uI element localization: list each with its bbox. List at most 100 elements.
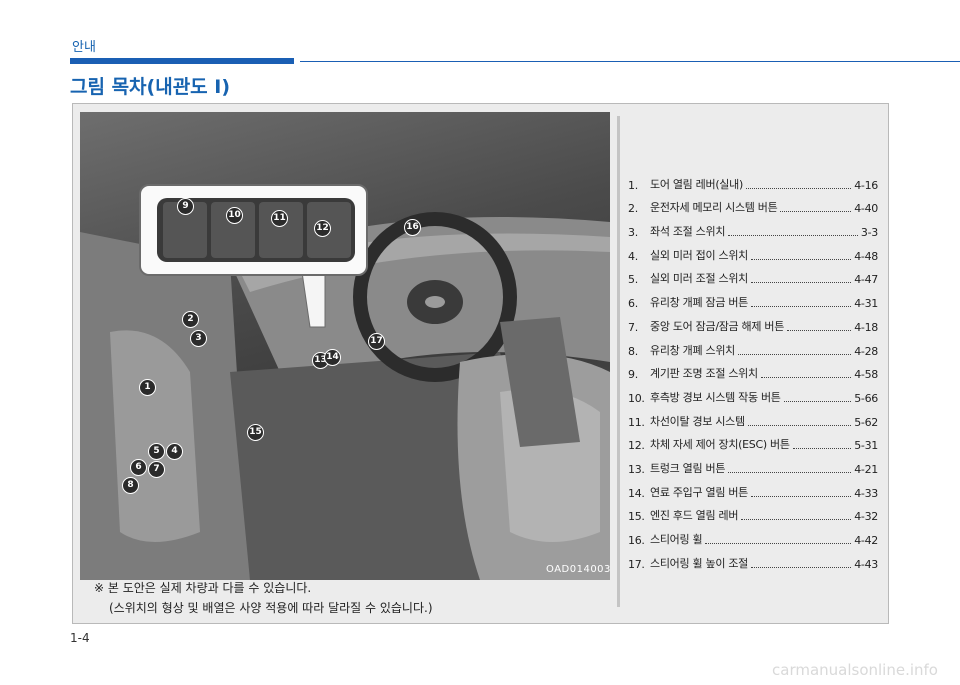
toc-number: 8. <box>628 344 638 358</box>
toc-number: 6. <box>628 297 638 311</box>
interior-illustration <box>80 212 610 580</box>
toc-leader <box>750 258 852 260</box>
toc-page: 4-40 <box>854 202 878 216</box>
header-rule <box>300 61 960 62</box>
callout-5: 5 <box>148 443 165 460</box>
toc-page: 4-48 <box>854 249 878 263</box>
toc-number: 3. <box>628 226 638 240</box>
toc-page: 4-16 <box>854 178 878 192</box>
toc-item[interactable]: 3. 좌석 조절 스위치 3-3 <box>628 215 878 239</box>
toc-label: 실외 미러 조절 스위치 <box>650 272 748 286</box>
callout-17: 17 <box>368 333 385 350</box>
toc-number: 10. <box>628 391 645 405</box>
toc-item[interactable]: 13. 트렁크 열림 버튼 4-21 <box>628 452 878 476</box>
toc-page: 4-47 <box>854 273 878 287</box>
toc-page: 5-31 <box>854 439 878 453</box>
toc-leader <box>728 235 858 237</box>
toc-page: 4-58 <box>854 368 878 382</box>
toc-number: 11. <box>628 415 645 429</box>
toc-page: 4-21 <box>854 462 878 476</box>
toc-number: 12. <box>628 439 645 453</box>
toc-leader <box>745 187 852 189</box>
toc-item[interactable]: 2. 운전자세 메모리 시스템 버튼 4-40 <box>628 192 878 216</box>
toc-number: 7. <box>628 320 638 334</box>
toc-label: 스티어링 휠 높이 조절 <box>650 556 748 570</box>
toc-label: 유리창 개폐 스위치 <box>650 343 735 357</box>
callout-9: 9 <box>177 198 194 215</box>
toc-number: 2. <box>628 202 638 216</box>
toc-leader <box>750 566 852 568</box>
callout-2: 2 <box>182 311 199 328</box>
callout-8: 8 <box>122 477 139 494</box>
toc-leader <box>760 377 852 379</box>
toc-number: 1. <box>628 178 638 192</box>
toc-number: 13. <box>628 462 645 476</box>
toc-leader <box>737 353 852 355</box>
toc-item[interactable]: 6. 유리창 개폐 잠금 버튼 4-31 <box>628 286 878 310</box>
toc-leader <box>705 543 852 544</box>
toc-item[interactable]: 14. 연료 주입구 열림 버튼 4-33 <box>628 476 878 500</box>
toc-list: 1. 도어 열림 레버(실내) 4-16 2. 운전자세 메모리 시스템 버튼 4-40… <box>628 168 878 571</box>
toc-page: 3-3 <box>860 226 878 240</box>
toc-item[interactable]: 5. 실외 미러 조절 스위치 4-47 <box>628 263 878 287</box>
callout-10: 10 <box>226 207 243 224</box>
toc-label: 연료 주입구 열림 버튼 <box>650 485 748 499</box>
callout-16: 16 <box>404 219 421 236</box>
toc-item[interactable]: 1. 도어 열림 레버(실내) 4-16 <box>628 168 878 192</box>
toc-label: 후측방 경보 시스템 작동 버튼 <box>650 390 781 404</box>
toc-label: 스티어링 휠 <box>650 533 703 546</box>
callout-15: 15 <box>247 424 264 441</box>
callout-3: 3 <box>190 330 207 347</box>
toc-item[interactable]: 4. 실외 미러 접이 스위치 4-48 <box>628 239 878 263</box>
toc-number: 15. <box>628 510 645 524</box>
toc-item[interactable]: 7. 중앙 도어 잠금/잠금 해제 버튼 4-18 <box>628 310 878 334</box>
toc-page: 4-18 <box>854 320 878 334</box>
callout-6: 6 <box>130 459 147 476</box>
toc-page: 4-43 <box>854 557 878 571</box>
toc-leader <box>792 448 852 450</box>
section-label: 안내 <box>72 40 96 55</box>
interior-photo <box>80 112 610 580</box>
note-line-2: (스위치의 형상 및 배열은 사양 적용에 따라 달라질 수 있습니다.) <box>109 601 433 615</box>
page-number: 1-4 <box>70 631 90 645</box>
photo-code: OAD014003 <box>546 564 611 575</box>
watermark: carmanualsonline.info <box>772 661 938 679</box>
toc-page: 4-33 <box>854 486 878 500</box>
toc-label: 차체 자세 제어 장치(ESC) 버튼 <box>650 438 790 452</box>
toc-label: 실외 미러 접이 스위치 <box>650 248 748 262</box>
toc-label: 계기판 조명 조절 스위치 <box>650 367 758 381</box>
toc-leader <box>787 329 852 331</box>
callout-1: 1 <box>139 379 156 396</box>
switch-inset <box>139 184 368 276</box>
toc-label: 차선이탈 경보 시스템 <box>650 414 745 428</box>
callout-7: 7 <box>148 461 165 478</box>
toc-number: 5. <box>628 273 638 287</box>
toc-leader <box>728 471 852 473</box>
toc-label: 트렁크 열림 버튼 <box>650 461 726 475</box>
switch-inset-illustration <box>157 198 355 262</box>
toc-page: 4-32 <box>854 510 878 524</box>
page-title: 그림 목차(내관도 I) <box>70 76 231 98</box>
callout-4: 4 <box>166 443 183 460</box>
toc-item[interactable]: 12. 차체 자세 제어 장치(ESC) 버튼 5-31 <box>628 429 878 453</box>
toc-label: 도어 열림 레버(실내) <box>650 177 743 191</box>
toc-leader <box>783 400 852 402</box>
toc-label: 운전자세 메모리 시스템 버튼 <box>650 201 778 215</box>
toc-leader <box>750 306 852 308</box>
toc-label: 유리창 개폐 잠금 버튼 <box>650 296 748 310</box>
toc-label: 좌석 조절 스위치 <box>650 225 726 239</box>
toc-page: 4-31 <box>854 297 878 311</box>
toc-number: 14. <box>628 486 645 500</box>
figure-note: ※ 본 도안은 실제 차량과 다를 수 있습니다. (스위치의 형상 및 배열은… <box>94 579 433 616</box>
toc-number: 16. <box>628 534 645 547</box>
toc-leader <box>750 282 852 284</box>
toc-label: 중앙 도어 잠금/잠금 해제 버튼 <box>650 319 785 333</box>
toc-number: 4. <box>628 249 638 263</box>
